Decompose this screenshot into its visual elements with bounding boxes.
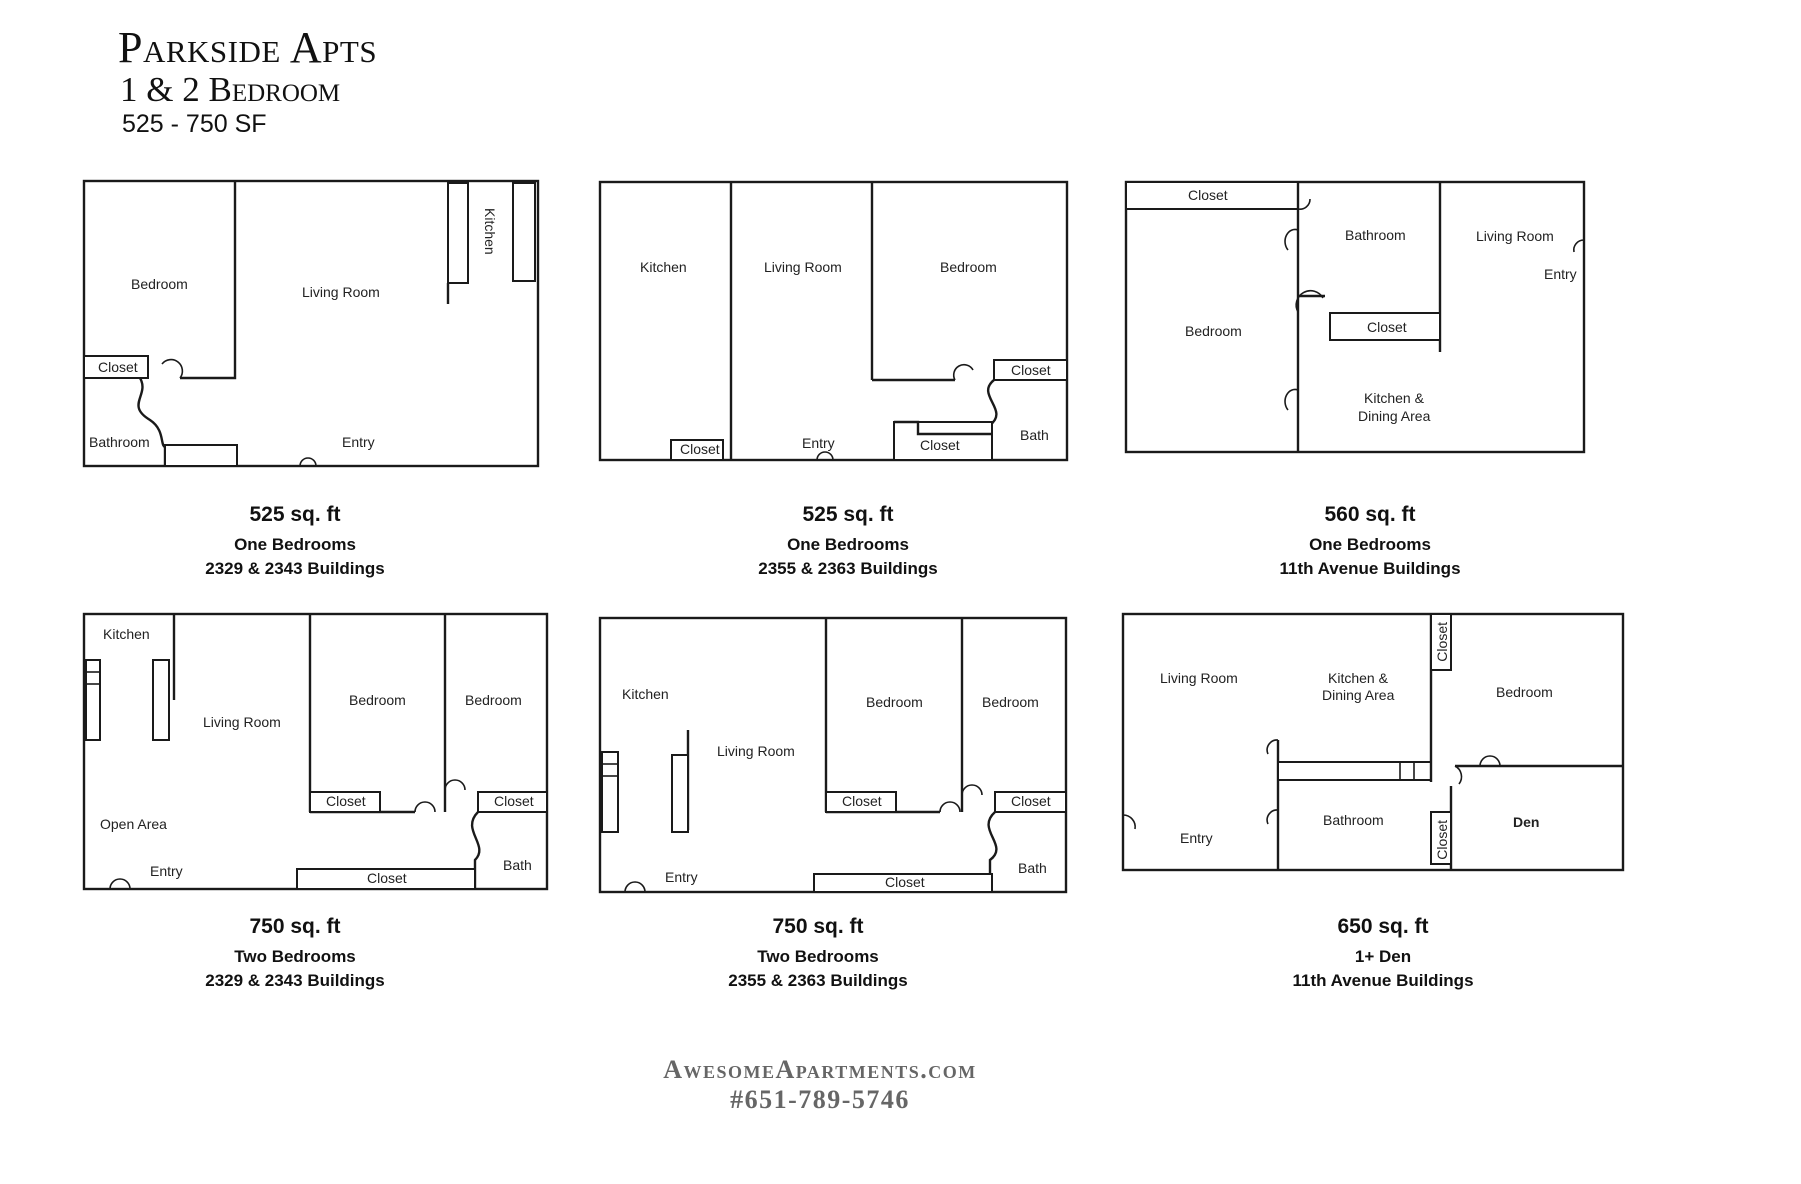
room-label: Kitchen	[103, 626, 150, 642]
room-label: Closet	[1011, 793, 1051, 809]
room-label: Bedroom	[1496, 684, 1553, 700]
room-label: Living Room	[717, 743, 795, 759]
plan-area: 525 sq. ft	[802, 503, 894, 526]
phone-number: #651-789-5746	[730, 1085, 910, 1114]
plan-area: 750 sq. ft	[772, 915, 864, 938]
plan-buildings: 2329 & 2343 Buildings	[205, 559, 385, 578]
room-label: Living Room	[764, 259, 842, 275]
room-label: Kitchen &	[1328, 670, 1389, 686]
room-label: Closet	[98, 359, 138, 375]
room-label: Bath	[1018, 860, 1047, 876]
room-label: Bathroom	[89, 434, 150, 450]
plan-buildings: 2355 & 2363 Buildings	[758, 559, 938, 578]
floor-plan-4: Kitchen Living Room Bedroom Bedroom Clos…	[82, 612, 549, 891]
room-label: Closet	[680, 441, 720, 457]
room-label: Entry	[1180, 830, 1213, 846]
plan-caption-1: 525 sq. ft One Bedrooms 2329 & 2343 Buil…	[85, 503, 505, 581]
room-label: Closet	[1367, 319, 1407, 335]
room-label: Bedroom	[866, 694, 923, 710]
room-label: Kitchen	[482, 208, 498, 255]
floor-plan-2: Kitchen Living Room Bedroom Closet Close…	[598, 180, 1069, 462]
room-label: Living Room	[1160, 670, 1238, 686]
closet-box	[83, 355, 149, 379]
plan-caption-3: 560 sq. ft One Bedrooms 11th Avenue Buil…	[1160, 503, 1580, 581]
room-label: Bathroom	[1345, 227, 1406, 243]
plan-area: 750 sq. ft	[249, 915, 341, 938]
room-label: Entry	[150, 863, 183, 879]
room-label: Open Area	[100, 816, 167, 832]
room-label: Living Room	[1476, 228, 1554, 244]
room-label: Closet	[1188, 187, 1228, 203]
plan-caption-5: 750 sq. ft Two Bedrooms 2355 & 2363 Buil…	[608, 915, 1028, 993]
floor-plan-5: Kitchen Living Room Bedroom Bedroom Clos…	[598, 616, 1068, 894]
plan-buildings: 2355 & 2363 Buildings	[728, 971, 908, 990]
room-label: Entry	[342, 434, 375, 450]
plan-buildings: 11th Avenue Buildings	[1292, 971, 1474, 990]
plan-area: 650 sq. ft	[1337, 915, 1429, 938]
room-label: Bedroom	[465, 692, 522, 708]
plan-caption-4: 750 sq. ft Two Bedrooms 2329 & 2343 Buil…	[85, 915, 505, 993]
plan-type: Two Bedrooms	[234, 947, 356, 966]
plan-type: One Bedrooms	[1309, 535, 1431, 554]
room-label: Closet	[367, 870, 407, 886]
room-label: Kitchen &	[1364, 390, 1425, 406]
room-label: Bedroom	[349, 692, 406, 708]
room-label: Closet	[326, 793, 366, 809]
room-label: Closet	[1011, 362, 1051, 378]
plan-area: 525 sq. ft	[249, 503, 341, 526]
size-range: 525 - 750 SF	[122, 110, 267, 138]
room-label: Entry	[802, 435, 835, 451]
floor-plan-6: Living Room Kitchen & Dining Area Closet…	[1121, 612, 1625, 872]
room-label: Bathroom	[1323, 812, 1384, 828]
plan-type: 1+ Den	[1354, 947, 1412, 966]
room-label: Entry	[1544, 266, 1577, 282]
room-label: Den	[1513, 814, 1539, 830]
plan-buildings: 11th Avenue Buildings	[1279, 559, 1461, 578]
room-label: Kitchen	[622, 686, 669, 702]
room-label: Closet	[494, 793, 534, 809]
room-label: Closet	[1434, 820, 1450, 860]
room-label: Living Room	[302, 284, 380, 300]
room-label: Bedroom	[131, 276, 188, 292]
page-subtitle: 1 & 2 Bedroom	[120, 70, 341, 109]
room-label: Bath	[503, 857, 532, 873]
plan-type: One Bedrooms	[787, 535, 909, 554]
room-label: Entry	[665, 869, 698, 885]
website-link[interactable]: AwesomeApartments.com	[663, 1055, 977, 1084]
room-label: Bedroom	[940, 259, 997, 275]
room-label: Living Room	[203, 714, 281, 730]
plan-area: 560 sq. ft	[1324, 503, 1416, 526]
room-label: Closet	[842, 793, 882, 809]
room-label: Dining Area	[1358, 408, 1431, 424]
floor-plan-1: Bedroom Living Room Kitchen Closet Bathr…	[82, 179, 540, 468]
room-label: Bath	[1020, 427, 1049, 443]
plan-type: Two Bedrooms	[757, 947, 879, 966]
room-label: Closet	[920, 437, 960, 453]
room-label: Closet	[885, 874, 925, 890]
plan-buildings: 2329 & 2343 Buildings	[205, 971, 385, 990]
room-label: Closet	[1434, 622, 1450, 662]
plan-type: One Bedrooms	[234, 535, 356, 554]
plan-caption-6: 650 sq. ft 1+ Den 11th Avenue Buildings	[1173, 915, 1593, 993]
room-label: Kitchen	[640, 259, 687, 275]
room-label: Dining Area	[1322, 687, 1395, 703]
plan-caption-2: 525 sq. ft One Bedrooms 2355 & 2363 Buil…	[638, 503, 1058, 581]
page-title: Parkside Apts	[118, 23, 378, 72]
floor-plan-3: Closet Bathroom Living Room Entry Bedroo…	[1124, 180, 1586, 454]
footer: AwesomeApartments.com #651-789-5746	[0, 1055, 1640, 1115]
room-label: Bedroom	[1185, 323, 1242, 339]
room-label: Bedroom	[982, 694, 1039, 710]
